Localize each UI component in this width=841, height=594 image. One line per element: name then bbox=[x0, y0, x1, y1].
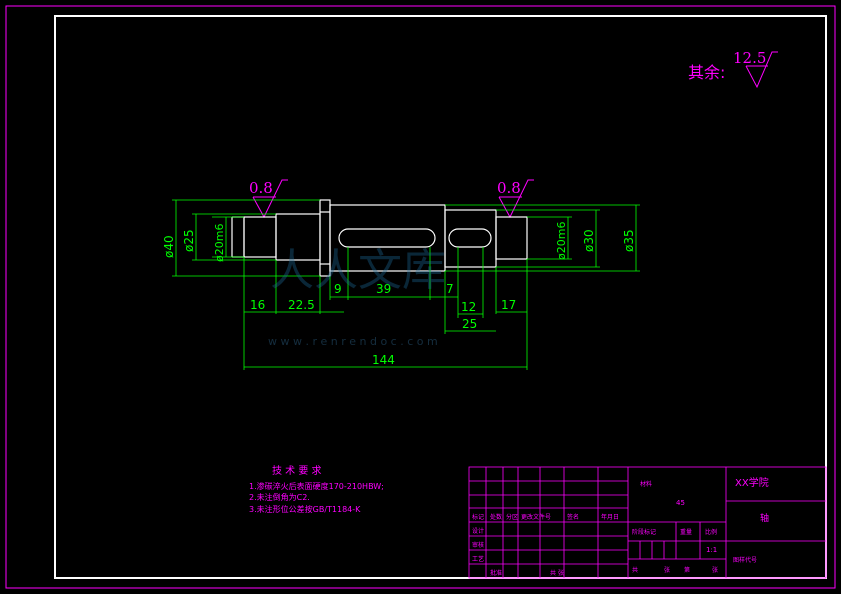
notes-line-3: 3.未注形位公差按GB/T1184-K bbox=[249, 504, 361, 514]
roughness-left: 0.8 bbox=[249, 179, 288, 219]
title-block-text: XX学院 轴 材料 45 1:1 图样代号 标记 处数 分区 更改文件号 签名 … bbox=[472, 476, 769, 577]
svg-text:设计: 设计 bbox=[472, 527, 484, 535]
roughness-right: 0.8 bbox=[497, 179, 534, 219]
inner-border bbox=[54, 15, 827, 579]
dim-39: 39 bbox=[376, 282, 391, 296]
dim-d20m6-right: ø20m6 bbox=[555, 222, 568, 260]
roughness-other: 其余: 12.5 bbox=[688, 49, 778, 89]
dim-16: 16 bbox=[250, 298, 265, 312]
school-name: XX学院 bbox=[735, 476, 769, 489]
dim-9: 9 bbox=[334, 282, 342, 296]
scale-value: 1:1 bbox=[706, 546, 717, 554]
svg-text:分区: 分区 bbox=[506, 513, 518, 521]
svg-text:共: 共 bbox=[632, 566, 638, 574]
dim-25: 25 bbox=[462, 317, 477, 331]
svg-text:张: 张 bbox=[712, 566, 718, 574]
watermark-glyphs: 人人文库 bbox=[270, 245, 446, 296]
dim-d35: ø35 bbox=[622, 229, 636, 252]
svg-text:第: 第 bbox=[684, 566, 690, 574]
svg-text:审核: 审核 bbox=[472, 541, 484, 549]
svg-text:标记: 标记 bbox=[472, 513, 484, 521]
dim-d20m6-left: ø20m6 bbox=[213, 224, 226, 262]
dim-d30: ø30 bbox=[582, 229, 596, 252]
svg-text:比例: 比例 bbox=[705, 528, 717, 536]
roughness-left-icon bbox=[252, 179, 288, 219]
svg-text:共 张: 共 张 bbox=[550, 569, 564, 577]
roughness-left-value: 0.8 bbox=[249, 179, 273, 197]
roughness-symbol-icon bbox=[745, 51, 778, 89]
svg-text:批准: 批准 bbox=[490, 569, 502, 577]
material-label: 材料 bbox=[640, 480, 652, 488]
watermark: 人人文库 w w w . r e n r e n d o c . c o m bbox=[268, 245, 446, 348]
dim-7: 7 bbox=[446, 282, 454, 296]
notes-title: 技 术 要 求 bbox=[272, 464, 322, 477]
svg-text:签名: 签名 bbox=[567, 513, 579, 521]
watermark-url: w w w . r e n r e n d o c . c o m bbox=[268, 335, 438, 348]
keyway-left bbox=[338, 228, 436, 248]
roughness-right-icon bbox=[498, 179, 534, 219]
drawing-no-label: 图样代号 bbox=[733, 556, 757, 564]
dim-12: 12 bbox=[461, 300, 476, 314]
dim-22-5: 22.5 bbox=[288, 298, 315, 312]
svg-text:工艺: 工艺 bbox=[472, 555, 484, 563]
roughness-other-label: 其余: bbox=[688, 63, 725, 82]
title-block bbox=[468, 466, 827, 579]
notes-line-2: 2.未注倒角为C2. bbox=[249, 492, 310, 502]
dim-d40: ø40 bbox=[162, 235, 176, 258]
svg-text:张: 张 bbox=[664, 566, 670, 574]
dimension-lines bbox=[172, 199, 640, 370]
notes-line-1: 1.渗碳淬火后表面硬度170-210HBW; bbox=[249, 481, 384, 491]
svg-text:阶段标记: 阶段标记 bbox=[632, 528, 656, 536]
svg-text:更改文件号: 更改文件号 bbox=[521, 513, 551, 521]
svg-text:处数: 处数 bbox=[490, 513, 502, 521]
technical-notes: 技 术 要 求 1.渗碳淬火后表面硬度170-210HBW; 2.未注倒角为C2… bbox=[249, 464, 384, 514]
dim-d25: ø25 bbox=[182, 229, 196, 252]
svg-text:重量: 重量 bbox=[680, 528, 692, 536]
part-name: 轴 bbox=[760, 512, 769, 524]
roughness-right-value: 0.8 bbox=[497, 179, 521, 197]
dim-17: 17 bbox=[501, 298, 516, 312]
material-value: 45 bbox=[676, 499, 685, 507]
dim-144: 144 bbox=[372, 353, 395, 367]
roughness-other-value: 12.5 bbox=[733, 49, 766, 67]
keyway-right bbox=[448, 228, 492, 248]
svg-text:年月日: 年月日 bbox=[601, 513, 619, 521]
outer-border bbox=[5, 5, 836, 589]
